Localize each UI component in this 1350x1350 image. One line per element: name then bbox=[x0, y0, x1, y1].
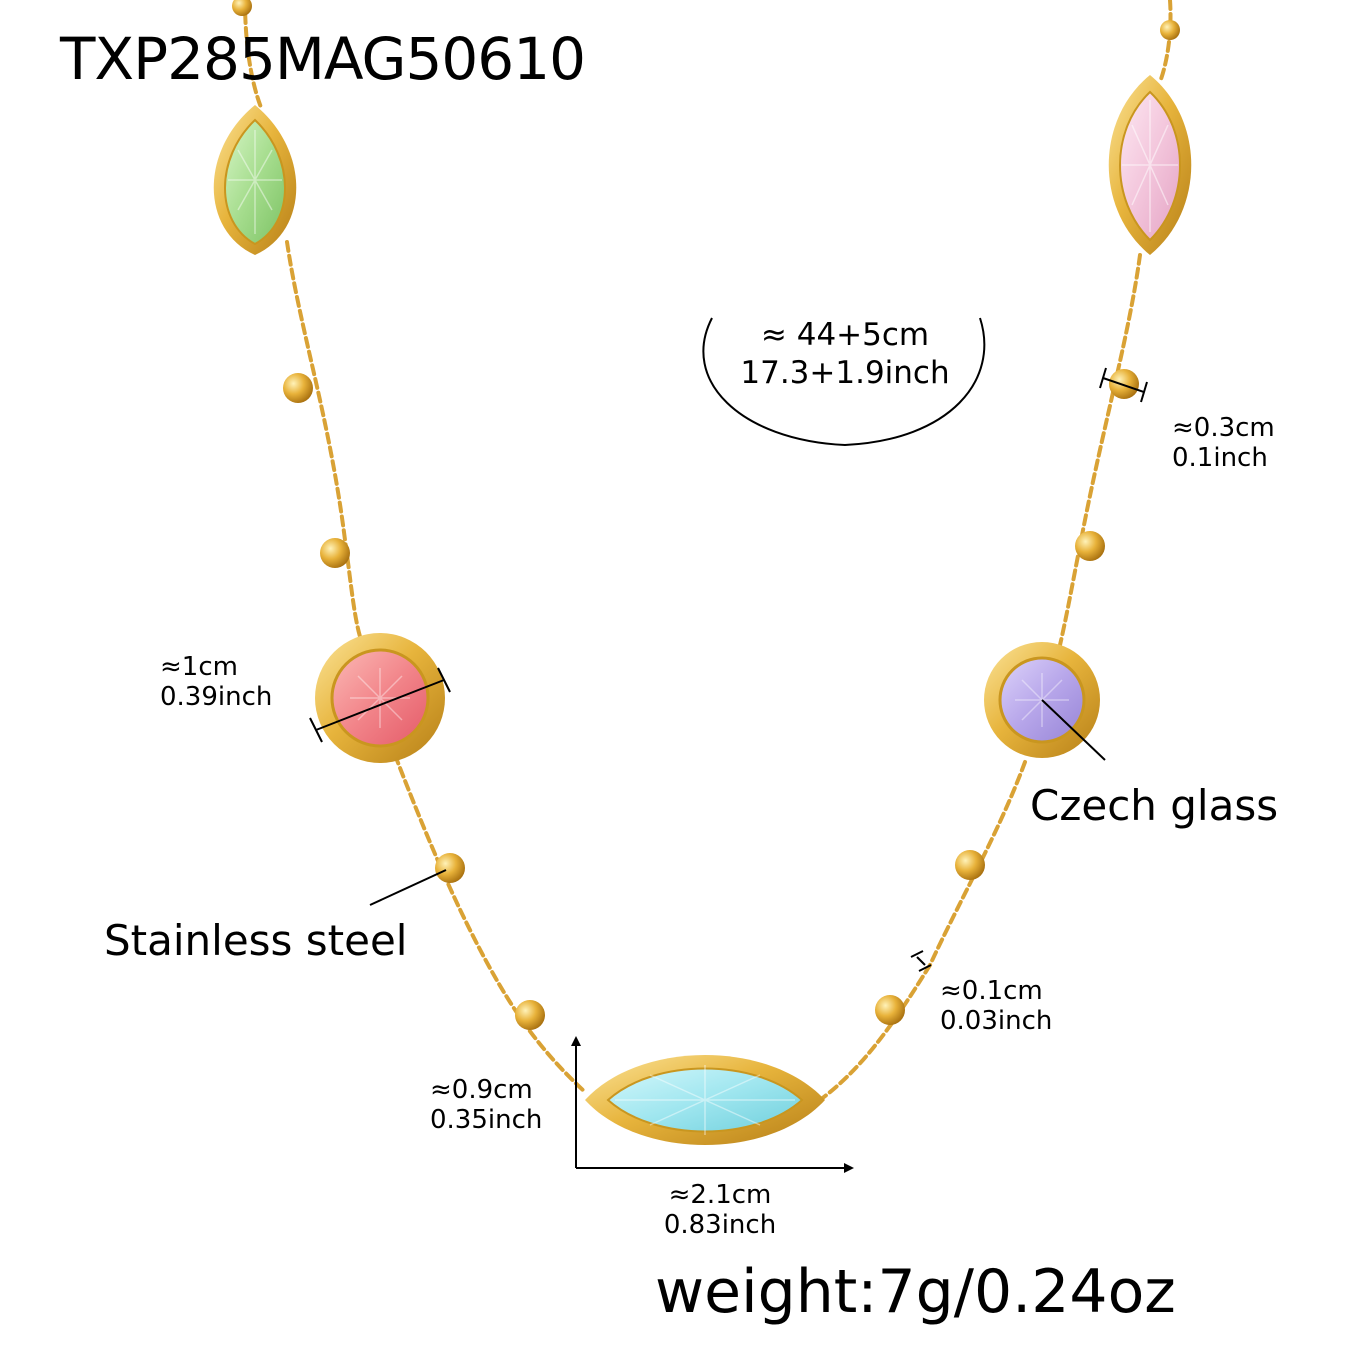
chain-right-lower bbox=[818, 760, 1027, 1102]
round-stone-label: ≈1cm 0.39inch bbox=[160, 652, 272, 712]
chain-right-top bbox=[1158, 0, 1173, 84]
bead bbox=[955, 850, 985, 880]
bead-size-label: ≈0.3cm 0.1inch bbox=[1172, 413, 1275, 473]
stainless-steel-pointer bbox=[369, 869, 447, 906]
marquise-height-label: ≈0.9cm 0.35inch bbox=[430, 1075, 542, 1135]
green-marquise-stone bbox=[213, 105, 297, 255]
beads bbox=[232, 0, 1180, 1030]
chain-left-lower bbox=[393, 753, 587, 1094]
bead bbox=[875, 995, 905, 1025]
length-label: ≈ 44+5cm 17.3+1.9inch bbox=[715, 316, 975, 392]
annotation-lines bbox=[309, 317, 1148, 1173]
bead bbox=[1075, 531, 1105, 561]
bead bbox=[1109, 369, 1139, 399]
round-stone-inch: 0.39inch bbox=[160, 682, 273, 712]
round-stone-cm: ≈1cm bbox=[160, 652, 238, 682]
marquise-width-label: ≈2.1cm 0.83inch bbox=[640, 1180, 800, 1240]
bead bbox=[515, 1000, 545, 1030]
chain-width-line bbox=[916, 956, 926, 966]
length-arc bbox=[702, 317, 986, 447]
pink-marquise-stone bbox=[1108, 75, 1192, 255]
czech-glass-pointer bbox=[1041, 699, 1106, 761]
bead-size-inch: 0.1inch bbox=[1172, 443, 1268, 473]
chain-left bbox=[285, 240, 367, 652]
chain-right bbox=[1058, 253, 1142, 647]
marquise-height-inch: 0.35inch bbox=[430, 1105, 543, 1135]
bead bbox=[283, 373, 313, 403]
chain-width-cm: ≈0.1cm bbox=[940, 976, 1043, 1006]
length-inch: 17.3+1.9inch bbox=[740, 355, 950, 391]
marquise-height-cm: ≈0.9cm bbox=[430, 1075, 533, 1105]
czech-glass-label: Czech glass bbox=[1030, 781, 1279, 830]
bead-size-cm: ≈0.3cm bbox=[1172, 413, 1275, 443]
bead bbox=[232, 0, 252, 16]
stainless-steel-label: Stainless steel bbox=[104, 916, 408, 965]
length-cm: ≈ 44+5cm bbox=[760, 317, 930, 353]
round-stone-dimension-line bbox=[315, 679, 445, 731]
weight-label: weight:7g/0.24oz bbox=[655, 1257, 1176, 1327]
bead bbox=[435, 853, 465, 883]
product-code: TXP285MAG50610 bbox=[60, 25, 586, 93]
marquise-width-cm: ≈2.1cm bbox=[668, 1180, 772, 1210]
bead-dimension-line bbox=[1102, 377, 1145, 393]
red-round-stone bbox=[315, 633, 445, 763]
bead bbox=[320, 538, 350, 568]
chain-width-label: ≈0.1cm 0.03inch bbox=[940, 976, 1052, 1036]
chain-width-inch: 0.03inch bbox=[940, 1006, 1053, 1036]
bead bbox=[1160, 20, 1180, 40]
aqua-marquise-stone bbox=[585, 1055, 825, 1145]
marquise-width-inch: 0.83inch bbox=[663, 1210, 777, 1240]
